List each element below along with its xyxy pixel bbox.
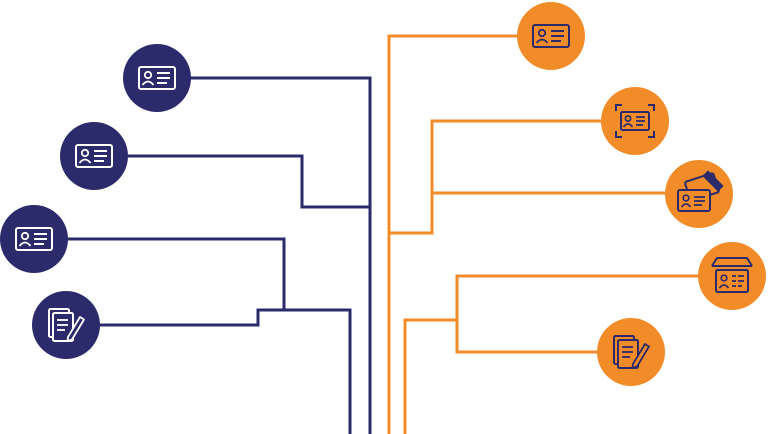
left-trunk-main	[190, 76, 372, 434]
id-card-holder-icon	[698, 242, 766, 310]
left-trunk-secondary	[98, 308, 352, 434]
id-card-icon	[517, 2, 585, 70]
document-pen-icon	[597, 318, 665, 386]
id-card-swipe-icon	[665, 160, 733, 228]
right-node-1	[517, 2, 585, 70]
id-card-icon	[123, 44, 191, 112]
right-node-4	[698, 242, 766, 310]
right-branch-5	[455, 320, 600, 354]
document-pen-icon	[32, 291, 100, 359]
left-connector-tree	[68, 76, 372, 434]
right-node-5	[597, 318, 665, 386]
right-connector-tree	[387, 34, 700, 434]
left-node-4	[32, 291, 100, 359]
left-branch-3	[68, 237, 286, 310]
right-node-2	[601, 87, 669, 155]
right-branch-2	[389, 119, 604, 235]
right-node-3	[665, 160, 733, 228]
left-node-1	[123, 44, 191, 112]
left-branch-2	[128, 154, 370, 209]
id-card-icon	[60, 122, 128, 190]
left-node-3	[0, 205, 68, 273]
id-card-icon	[0, 205, 68, 273]
left-node-2	[60, 122, 128, 190]
id-card-scan-icon	[601, 87, 669, 155]
right-trunk-main	[387, 34, 520, 434]
